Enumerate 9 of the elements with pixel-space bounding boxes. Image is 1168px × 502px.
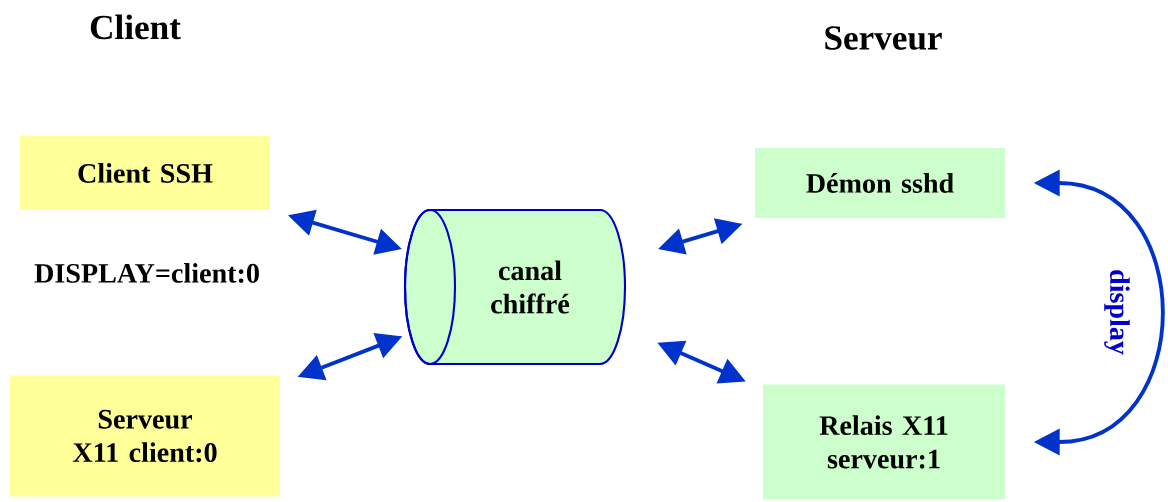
process-box: Relais X11 serveur:1 [763,384,1005,500]
edge-label: display [1104,270,1130,355]
process-box: Client SSH [20,136,270,210]
process-box: Démon sshd [755,148,1005,218]
process-box: Serveur X11 client:0 [10,375,280,497]
column-heading: Client [90,14,181,40]
column-heading: Serveur [825,26,942,50]
cylinder: canal chiffré [403,208,627,366]
note-label: DISPLAY=client:0 [34,263,259,283]
